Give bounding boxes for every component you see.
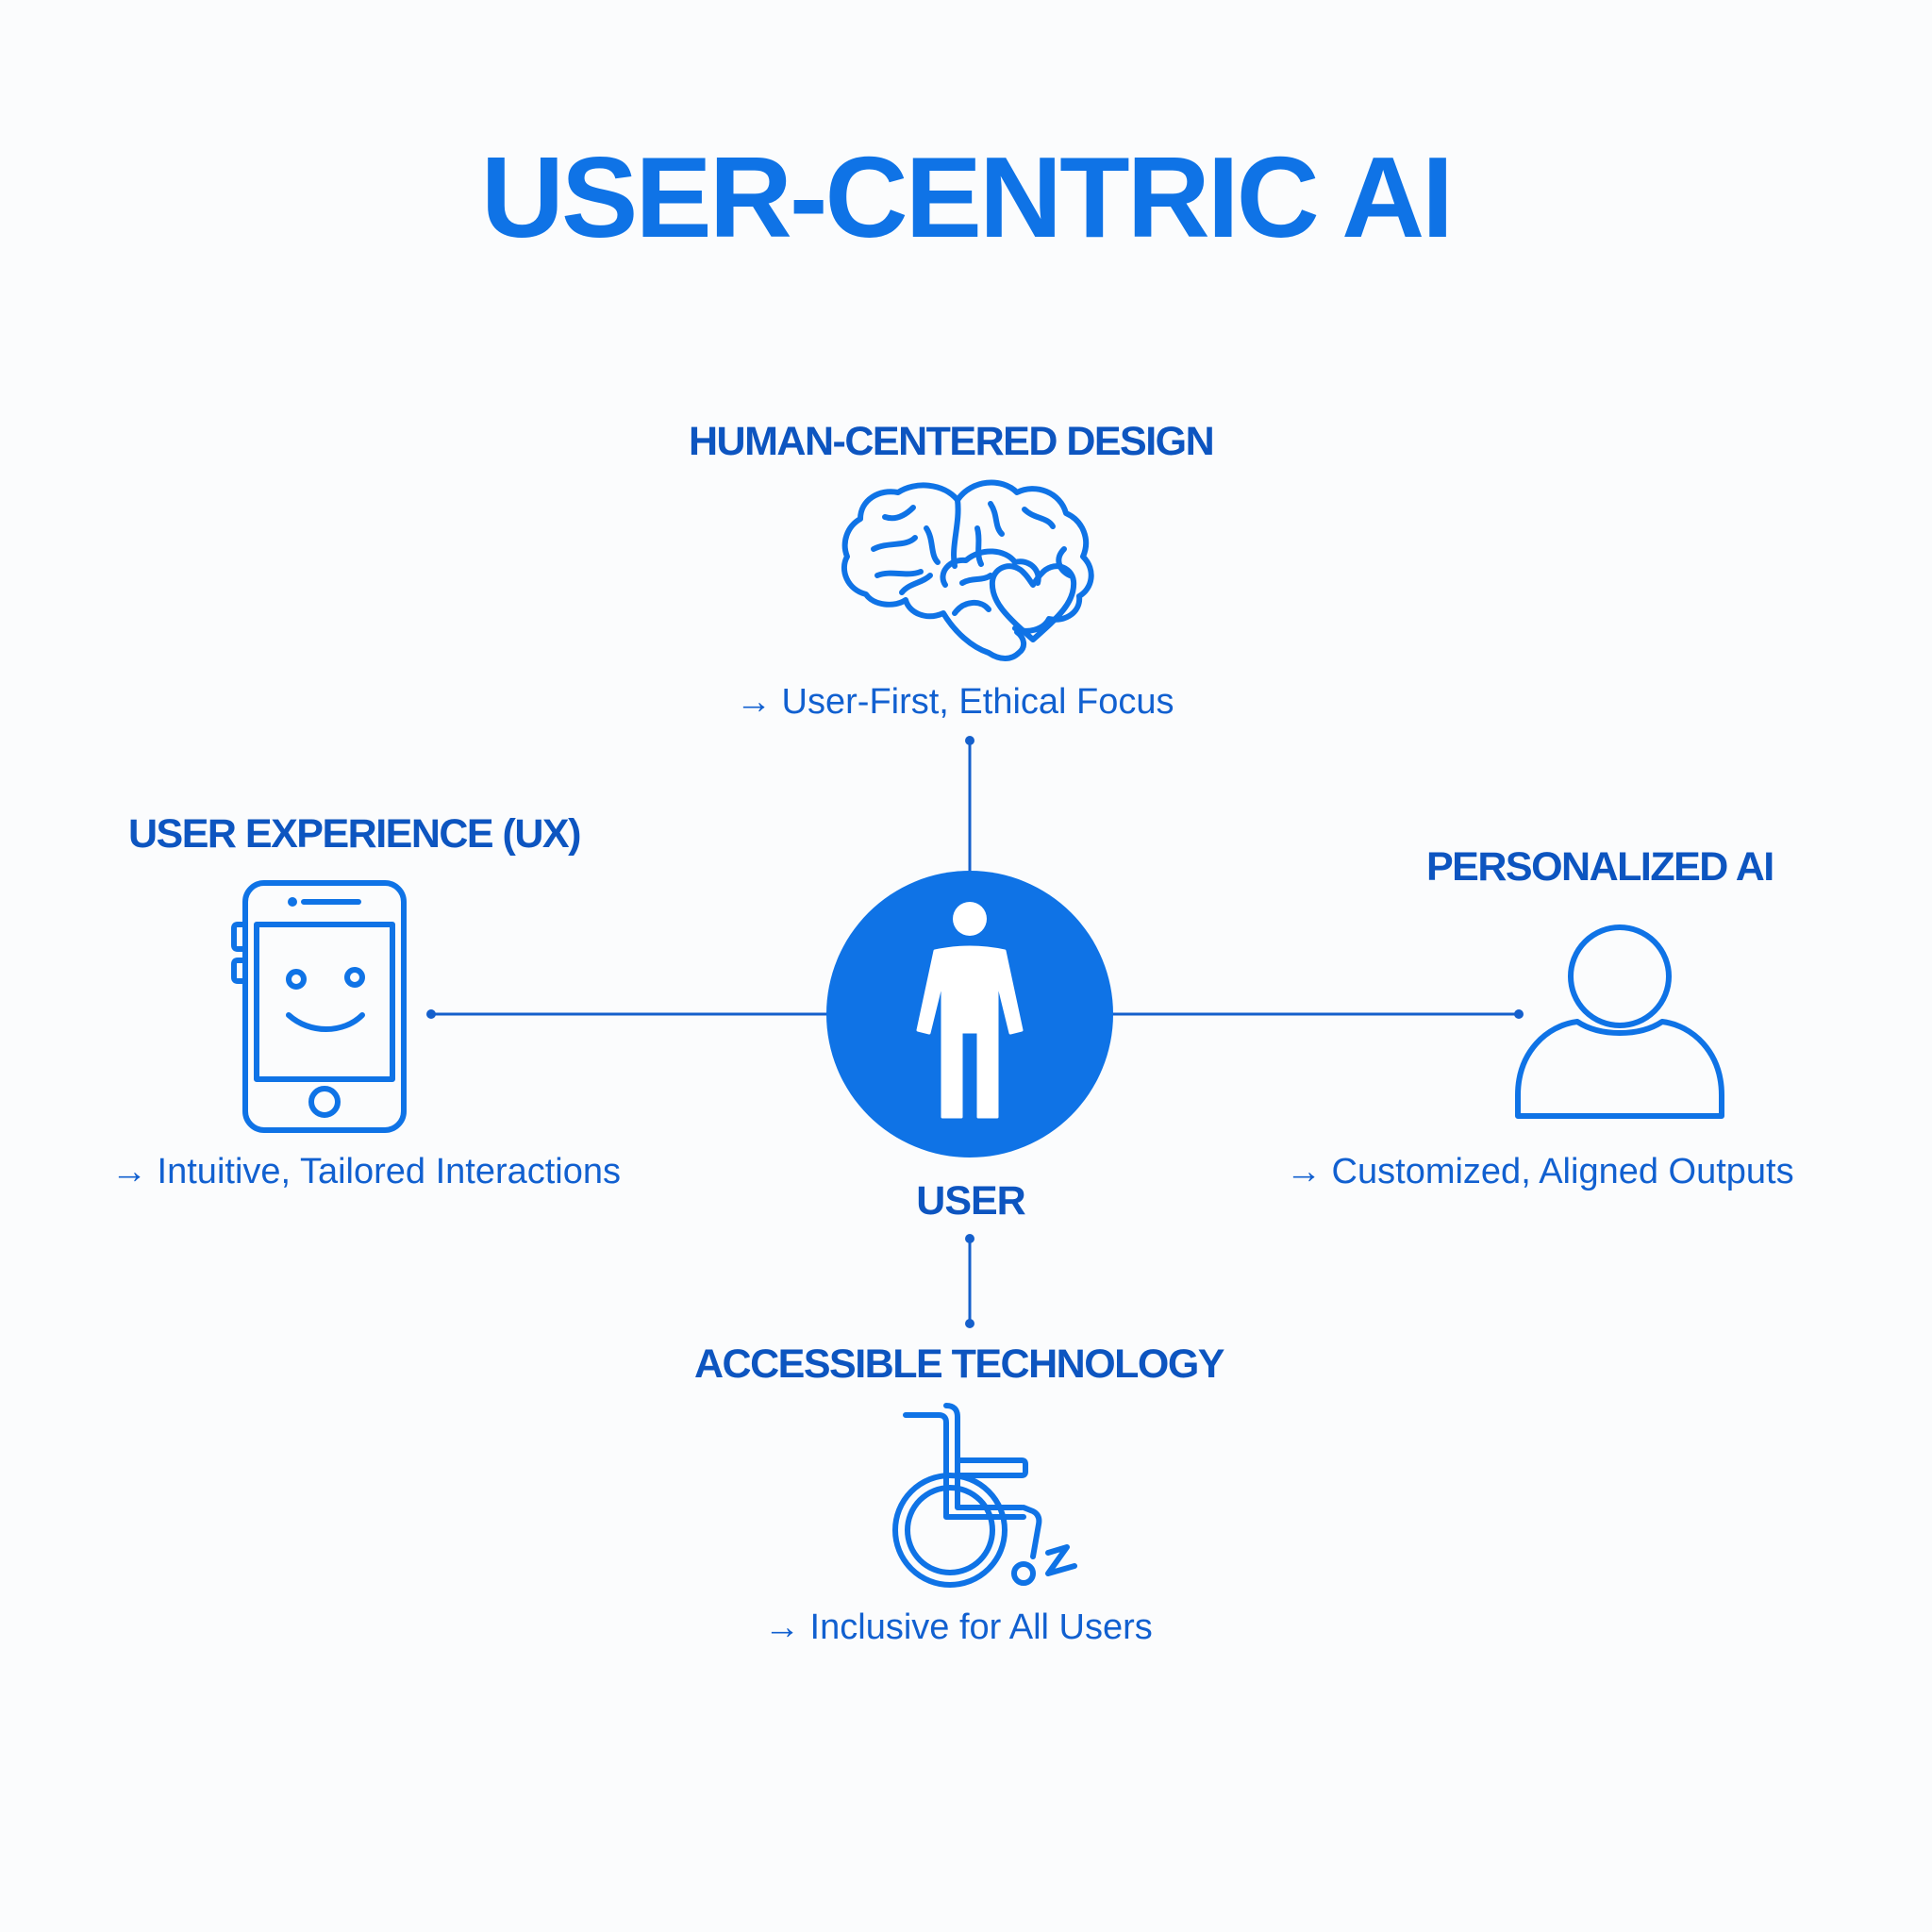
- user-center-circle: [826, 871, 1113, 1158]
- node-desc-human-centered-design: → User-First, Ethical Focus: [736, 682, 1174, 722]
- node-title-human-centered-design: HUMAN-CENTERED DESIGN: [689, 419, 1215, 464]
- wheelchair-icon: [892, 1403, 1077, 1588]
- connector-top-dot: [965, 736, 974, 745]
- connector-right-dot: [1514, 1009, 1524, 1019]
- connector-bottom-dot-top: [965, 1234, 974, 1243]
- node-desc-personalized-ai: → Customized, Aligned Outputs: [1286, 1152, 1794, 1191]
- user-profile-icon: [1515, 924, 1724, 1119]
- person-icon: [916, 902, 1024, 1119]
- connector-bottom-dot-bottom: [965, 1319, 974, 1328]
- diagram-title: USER-CENTRIC AI: [480, 133, 1454, 261]
- node-title-personalized-ai: PERSONALIZED AI: [1426, 844, 1774, 890]
- node-desc-user-experience: → Intuitive, Tailored Interactions: [111, 1152, 622, 1191]
- node-desc-accessible-technology: → Inclusive for All Users: [764, 1607, 1153, 1647]
- node-title-accessible-technology: ACCESSIBLE TECHNOLOGY: [694, 1341, 1225, 1387]
- smartphone-smiley-icon: [231, 880, 407, 1133]
- connector-left-dot: [426, 1009, 436, 1019]
- brain-heart-icon: [841, 479, 1094, 661]
- center-label-user: USER: [916, 1178, 1025, 1224]
- node-title-user-experience: USER EXPERIENCE (UX): [128, 811, 581, 857]
